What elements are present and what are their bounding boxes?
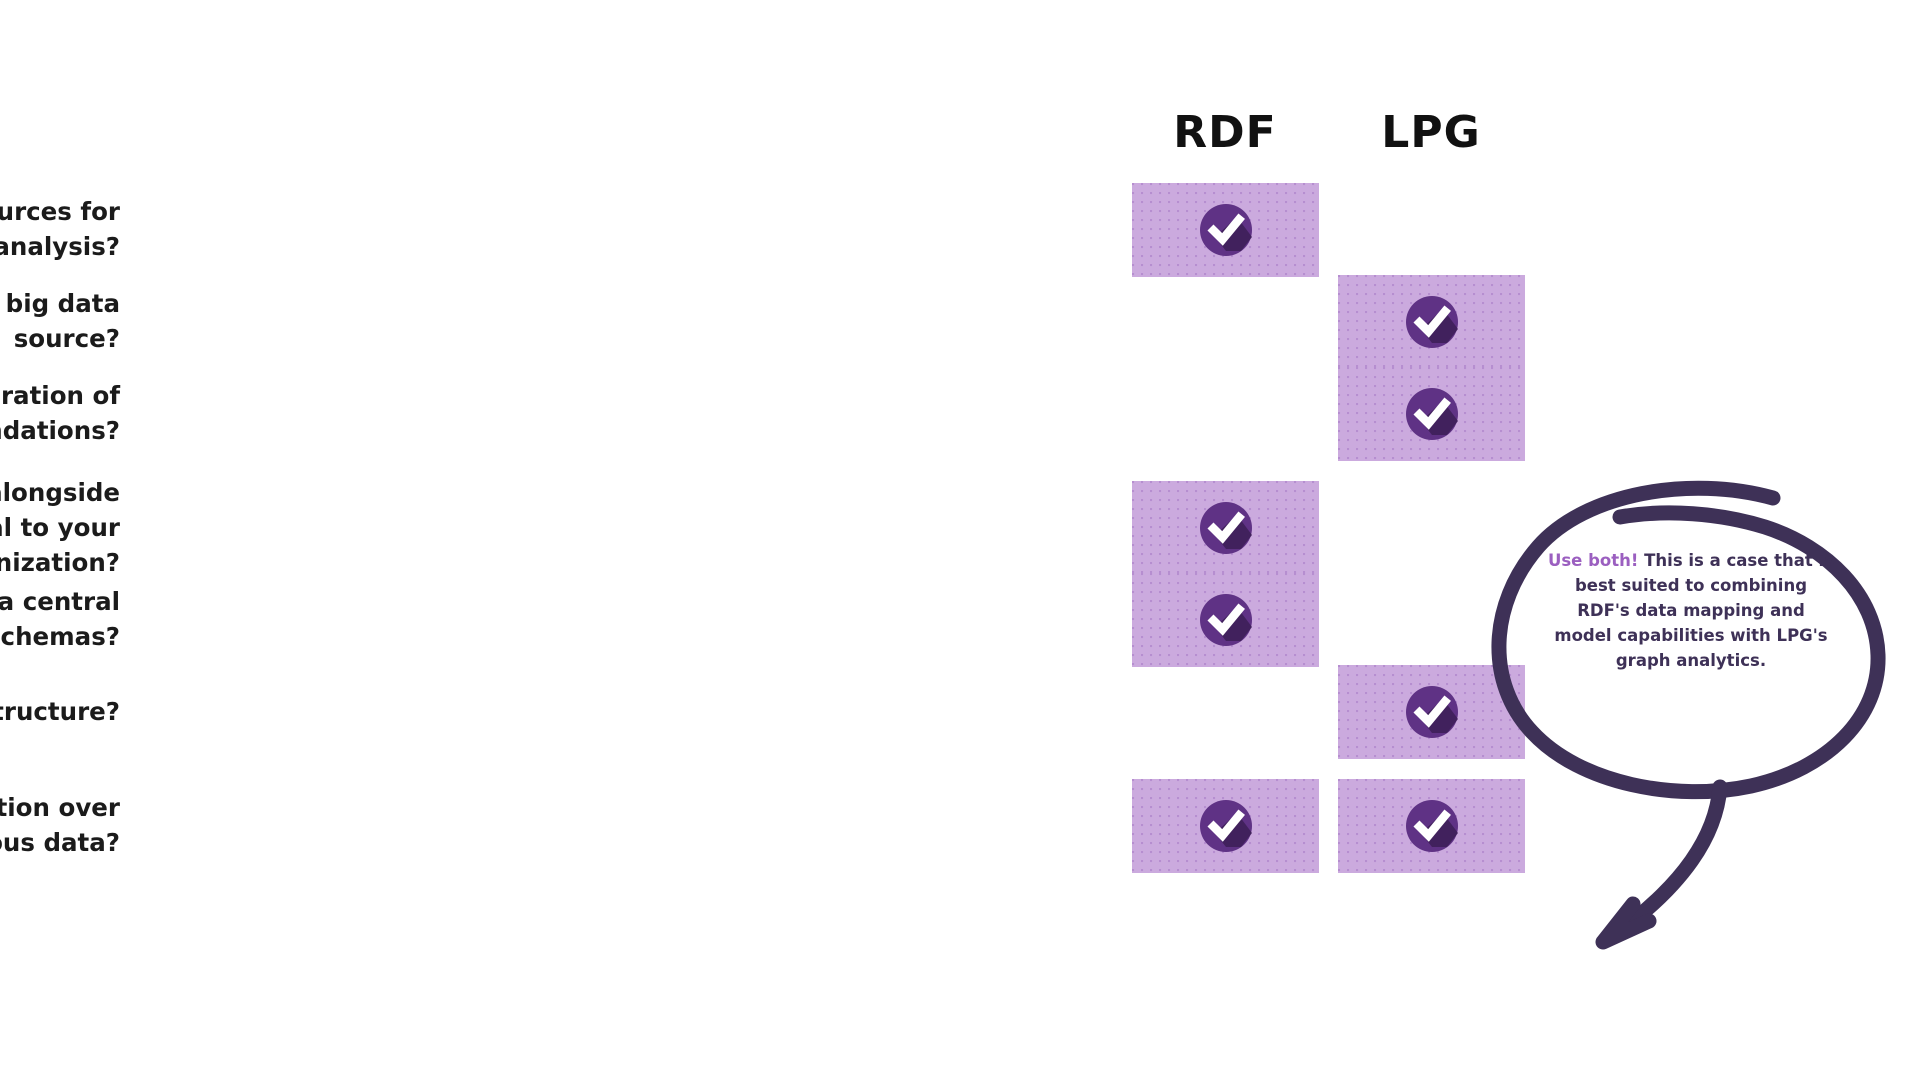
- check-circle-icon: [1403, 683, 1461, 741]
- check-cell-rdf[interactable]: [1132, 573, 1319, 667]
- check-cell-rdf[interactable]: [1132, 183, 1319, 277]
- question-label: Are you trying to do a statistical ML an…: [0, 381, 120, 445]
- check-circle-icon: [1197, 591, 1255, 649]
- check-circle-icon: [1197, 797, 1255, 855]
- check-cell-lpg[interactable]: [1338, 665, 1525, 759]
- callout-oval-icon: [1491, 480, 1886, 950]
- check-cell-rdf[interactable]: [1132, 481, 1319, 575]
- check-cell-rdf[interactable]: [1132, 779, 1319, 873]
- question-label: Do you want to do advanced entity resolu…: [0, 793, 120, 857]
- check-cell-lpg[interactable]: [1338, 275, 1525, 369]
- question-label: Do you want to reuse schemas, map differ…: [0, 587, 120, 651]
- callout-lead-text: Use both!: [1547, 551, 1639, 570]
- check-circle-icon: [1403, 797, 1461, 855]
- question-label: Do you have a graph algorithm-focused an…: [0, 289, 120, 353]
- check-cell-lpg[interactable]: [1338, 779, 1525, 873]
- column-header-lpg: LPG: [1381, 107, 1481, 158]
- question-label: Are you applying taxonomy categories to …: [0, 197, 120, 261]
- callout-text: Use both! This is a case that is best su…: [1546, 548, 1836, 673]
- check-cell-lpg[interactable]: [1338, 367, 1525, 461]
- question-label: Do you want to align data from multiple …: [0, 478, 120, 577]
- check-circle-icon: [1403, 385, 1461, 443]
- check-circle-icon: [1403, 293, 1461, 351]
- question-label: Do you require an easily visualizable gr…: [0, 696, 120, 726]
- check-circle-icon: [1197, 201, 1255, 259]
- callout-body-text: This is a case that is best suited to co…: [1554, 551, 1835, 671]
- column-header-rdf: RDF: [1173, 107, 1277, 158]
- check-circle-icon: [1197, 499, 1255, 557]
